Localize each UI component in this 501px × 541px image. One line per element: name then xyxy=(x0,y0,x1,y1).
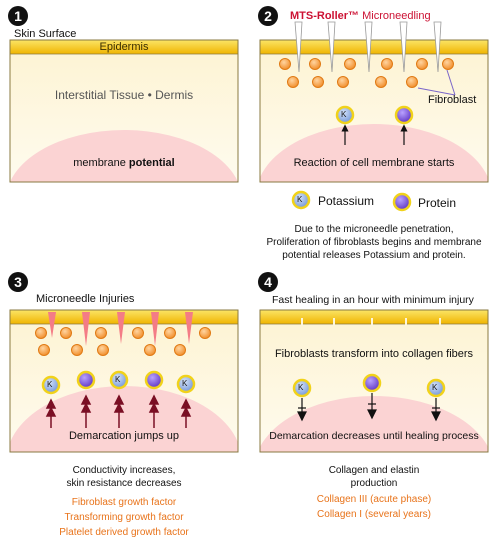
growth-factor-1: Fibroblast growth factor xyxy=(71,497,177,508)
ions-panel-2 xyxy=(335,105,414,145)
needle-injuries-panel-3 xyxy=(48,312,193,346)
downward-arrows-panel-4 xyxy=(297,393,441,422)
membrane-potential-label: membrane potential xyxy=(10,157,238,169)
panel-4-desc-1: Collagen and elastin xyxy=(328,465,420,476)
legend-desc-1: Due to the microneedle penetration, xyxy=(294,224,454,235)
k-ion-label-p4b: K xyxy=(432,383,438,392)
demarcation-down-label: Demarcation decreases until healing proc… xyxy=(269,430,479,442)
step-3-badge: 3 xyxy=(8,272,28,292)
fibroblast-label: Fibroblast xyxy=(428,94,477,106)
upward-arrows-panel-3 xyxy=(45,394,192,428)
growth-factor-2: Transforming growth factor xyxy=(64,512,184,523)
fibroblast-cells-panel-2 xyxy=(279,58,454,88)
ions-panel-3 xyxy=(41,370,196,395)
epidermis-label-1: Epidermis xyxy=(99,41,149,53)
interstitial-label: Interstitial Tissue • Dermis xyxy=(54,88,194,102)
legend-k-letter: K xyxy=(297,195,303,204)
transform-label: Fibroblasts transform into collagen fibe… xyxy=(274,348,474,360)
ions-panel-4 xyxy=(292,373,446,398)
panel-3-desc-2: skin resistance decreases xyxy=(66,478,182,489)
panel-3-desc-1: Conductivity increases, xyxy=(72,465,176,476)
k-ion-label-p4a: K xyxy=(298,383,304,392)
microneedles-panel-2 xyxy=(294,21,442,73)
legend-desc-2: Proliferation of fibroblasts begins and … xyxy=(266,237,482,248)
k-ion-label-p3b: K xyxy=(115,375,121,384)
fibroblast-cells-panel-3 xyxy=(35,327,211,356)
title-rest: Microneedling xyxy=(359,10,431,22)
panel-4-desc-2: production xyxy=(350,478,398,489)
k-ion-label-p3c: K xyxy=(182,379,188,388)
legend-desc-3: potential releases Potassium and protein… xyxy=(282,250,466,261)
panel-3-title: Microneedle Injuries xyxy=(36,293,135,305)
healed-epidermis-marks xyxy=(301,318,441,326)
collagen-i: Collagen I (several years) xyxy=(317,509,431,520)
collagen-iii: Collagen III (acute phase) xyxy=(316,494,432,505)
reaction-label: Reaction of cell membrane starts xyxy=(293,157,455,169)
step-4-badge: 4 xyxy=(258,272,278,292)
skin-surface-label: Skin Surface xyxy=(14,28,77,40)
step-1-badge: 1 xyxy=(8,6,28,26)
k-ion-label-p3a: K xyxy=(47,380,53,389)
k-ion-label-p2: K xyxy=(341,110,347,119)
panel-4-title: Fast healing in an hour with minimum inj… xyxy=(272,294,474,306)
membrane-bold: potential xyxy=(128,157,175,169)
demarcation-up-label: Demarcation jumps up xyxy=(68,430,180,442)
legend-potassium: Potassium xyxy=(318,194,375,208)
legend-icons xyxy=(291,190,412,212)
legend-protein: Protein xyxy=(418,196,457,210)
growth-factor-3: Platelet derived growth factor xyxy=(59,527,189,538)
step-2-badge: 2 xyxy=(258,6,278,26)
brand-name: MTS-Roller™ xyxy=(290,10,360,22)
membrane-prefix: membrane xyxy=(73,157,129,169)
panel-2-title: MTS-Roller™ Microneedling xyxy=(290,10,431,22)
